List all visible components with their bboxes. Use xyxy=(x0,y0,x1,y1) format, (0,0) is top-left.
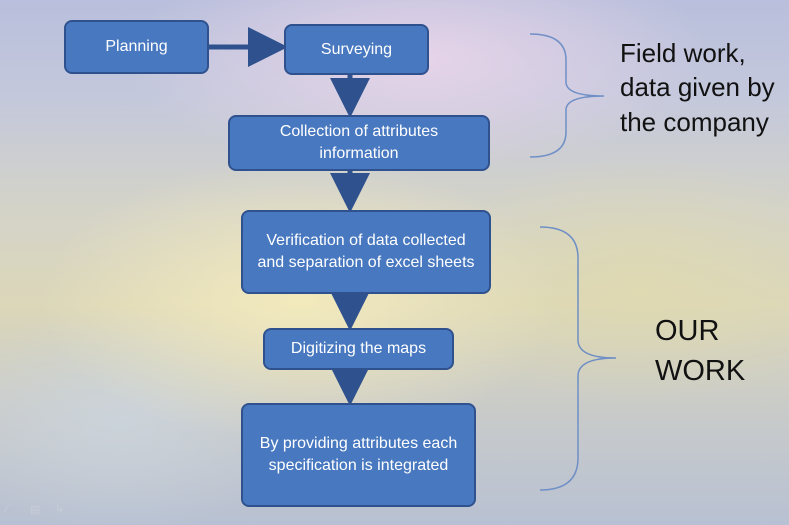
digitizing-label: Digitizing the maps xyxy=(290,340,427,358)
pen-icon: ∕ xyxy=(6,503,8,515)
return-icon: ↳ xyxy=(55,503,65,515)
brace-field-work xyxy=(529,33,605,158)
field-work-label: Field work, data given by the company xyxy=(620,38,775,137)
surveying-label: Surveying xyxy=(320,40,393,58)
surveying-box: Surveying xyxy=(284,24,429,75)
integration-label: By providing attributes each specificati… xyxy=(259,435,458,474)
integration-box: By providing attributes each specificati… xyxy=(241,403,476,507)
collection-box: Collection of attributes information xyxy=(228,115,490,171)
our-work-label: OUR WORK xyxy=(655,315,746,388)
verification-label: Verification of data collected and separ… xyxy=(257,232,475,271)
digitizing-box: Digitizing the maps xyxy=(263,328,454,370)
verification-box: Verification of data collected and separ… xyxy=(241,210,491,294)
collection-label: Collection of attributes information xyxy=(279,123,439,162)
brace-our-work xyxy=(539,226,617,491)
planning-label: Planning xyxy=(105,38,168,56)
planning-box: Planning xyxy=(64,20,209,74)
slides-icon: ▤ xyxy=(30,504,41,516)
